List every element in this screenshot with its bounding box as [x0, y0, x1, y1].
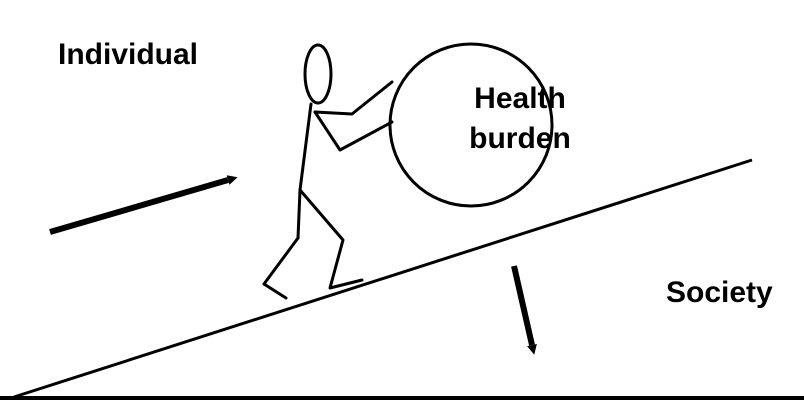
figure-arm-upper: [313, 80, 394, 116]
figure-leg-back: [262, 236, 300, 300]
individual-label: Individual: [58, 38, 198, 71]
figure-torso: [296, 102, 313, 240]
society-down-arrow: [511, 265, 537, 355]
figure-leg-front: [298, 188, 364, 290]
individual-push-arrow: [49, 175, 238, 235]
health-burden-boulder: [388, 42, 554, 208]
burden-label-line2: burden: [469, 122, 571, 155]
stick-figure: [262, 43, 394, 300]
slope-line: [13, 158, 753, 399]
figure-head: [303, 43, 333, 105]
figure-arm-lower: [313, 110, 394, 152]
burden-label-line1: Health: [474, 82, 566, 115]
society-label: Society: [666, 276, 773, 309]
